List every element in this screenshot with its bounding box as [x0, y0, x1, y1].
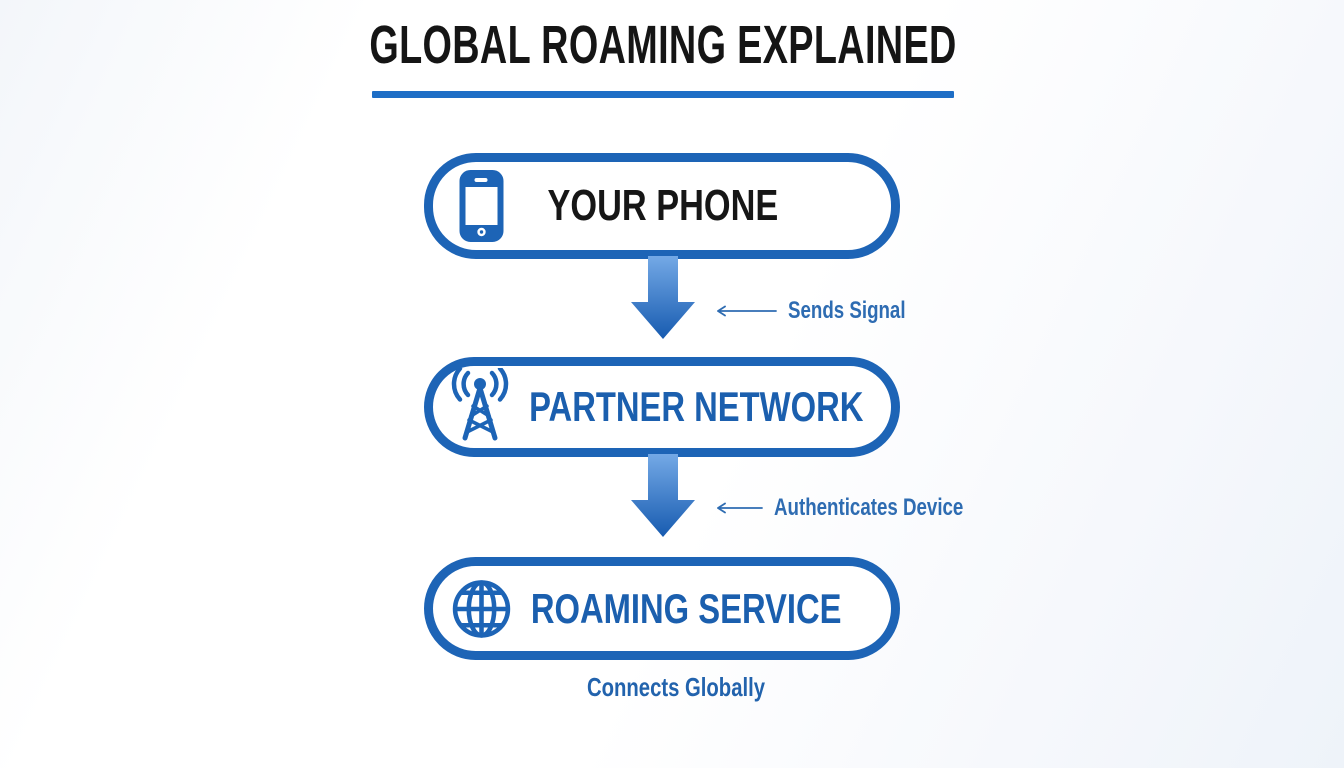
flow-node-your-phone: YOUR PHONE	[424, 153, 900, 259]
node-label-roaming-service: ROAMING SERVICE	[531, 584, 842, 632]
annotation-sends-signal: Sends Signal	[706, 294, 939, 328]
annotation-label-authenticates-device: Authenticates Device	[774, 494, 964, 521]
node-label-partner-network: PARTNER NETWORK	[529, 383, 864, 430]
page-title-text: GLOBAL ROAMING EXPLAINED	[369, 15, 957, 75]
left-arrow-line-icon	[717, 305, 777, 317]
globe-icon	[450, 577, 513, 640]
annotation-label-sends-signal: Sends Signal	[788, 297, 906, 324]
down-arrow-icon-2	[631, 454, 695, 537]
page-title: GLOBAL ROAMING EXPLAINED	[243, 14, 1082, 76]
node-label-your-phone: YOUR PHONE	[547, 181, 779, 230]
cell-tower-icon	[438, 366, 522, 446]
left-arrow-line-icon	[717, 502, 763, 514]
title-underline	[372, 91, 954, 98]
annotation-authenticates-device: Authenticates Device	[706, 491, 1017, 525]
footer-caption: Connects Globally	[586, 672, 766, 702]
flow-node-roaming-service: ROAMING SERVICE	[424, 557, 900, 660]
flow-node-partner-network: PARTNER NETWORK	[424, 357, 900, 457]
down-arrow-icon-1	[631, 256, 695, 339]
smartphone-icon	[458, 170, 505, 242]
